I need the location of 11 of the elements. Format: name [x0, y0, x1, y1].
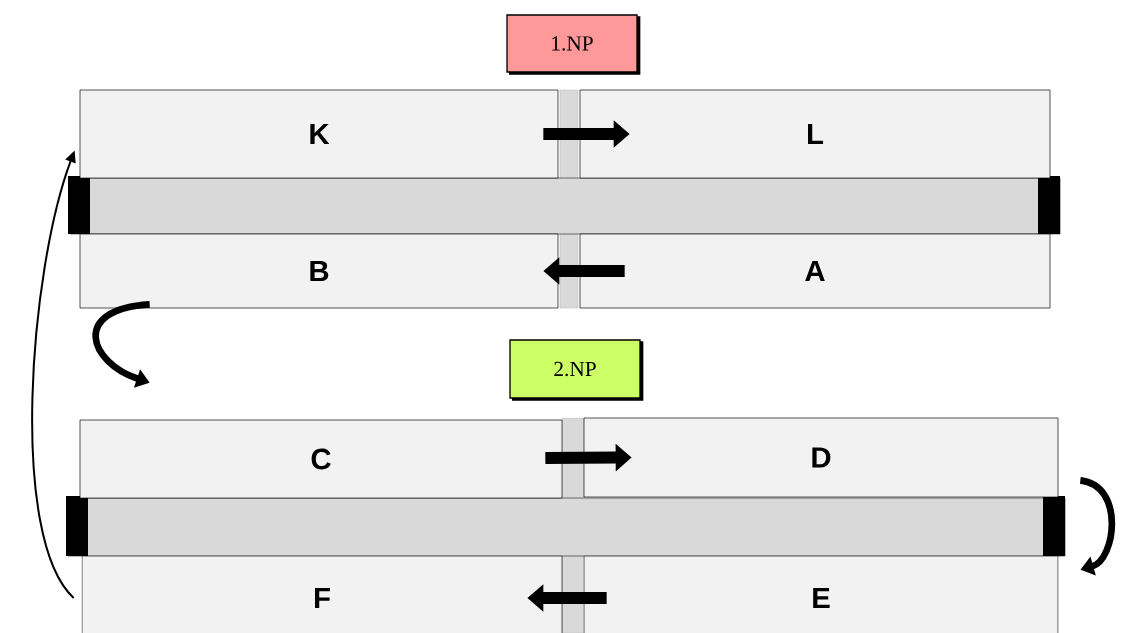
chamber-box: C: [79, 419, 563, 499]
label-box: 2.NP: [509, 339, 644, 401]
chamber-box: K: [79, 89, 559, 179]
chamber-box: D: [583, 417, 1059, 498]
chamber-box: L: [579, 89, 1051, 179]
chamber-box: B: [79, 233, 559, 309]
chamber-box: F: [81, 555, 563, 633]
arrow: [1079, 477, 1116, 576]
label-box: 1.NP: [506, 14, 641, 75]
chamber-box: E: [583, 555, 1059, 633]
chamber-box: A: [579, 233, 1051, 309]
